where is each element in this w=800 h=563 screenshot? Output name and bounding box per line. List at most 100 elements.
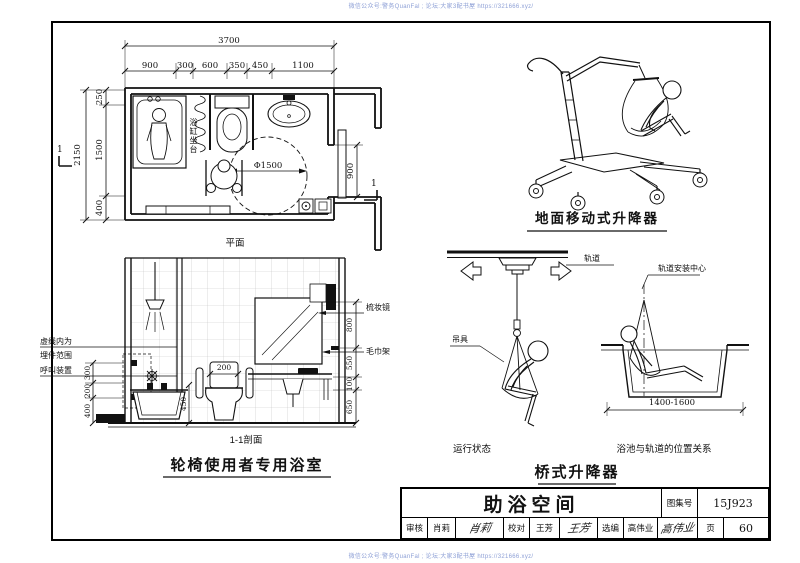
mobile-lift-title: 地面移动式升降器 — [535, 210, 659, 226]
shower-head — [145, 262, 165, 332]
towel-rack-label: 毛巾架 — [366, 346, 390, 356]
vanity-counter — [248, 368, 332, 407]
plan-dim-top: 450 — [252, 61, 268, 71]
washbasin-plan — [267, 95, 311, 128]
section-mark-1-left: 1 — [57, 145, 63, 155]
person-running-state — [504, 340, 549, 427]
atlas-number-value: 15J923 — [713, 496, 753, 510]
tub-length-dim: 1400-1600 — [649, 398, 695, 408]
watermark-top: 微信公众号:警务QuanFal ; 论坛:大家3配书屋 https://3216… — [348, 4, 534, 10]
sling-straps — [501, 335, 539, 395]
bathtub-plan — [132, 95, 187, 169]
mobile-lift-figure: 地面移动式升降器 — [527, 56, 708, 232]
section-dim-right: 100 — [345, 377, 354, 392]
plan-dim-top: 900 — [142, 61, 158, 71]
section-figure: 虚线内为 埋件范围 呼叫装置 300 200 400 — [40, 257, 390, 478]
compiler-name: 高伟业 — [624, 518, 658, 538]
spreader-bar — [632, 77, 660, 81]
sunken-bathtub — [601, 344, 749, 398]
section-dim-left: 400 — [83, 404, 92, 419]
floor-drain-plan — [298, 198, 332, 214]
direction-arrow-right-icon — [550, 261, 572, 281]
bench-plan — [145, 205, 231, 215]
section-dim-right: 800 — [345, 318, 354, 333]
note-dashed-line-1: 虚线内为 — [40, 336, 72, 346]
lift-boom — [565, 56, 641, 82]
plan-dim-door: 900 — [346, 163, 356, 179]
plan-dim-top: 600 — [202, 61, 218, 71]
section-title: 轮椅使用者专用浴室 — [170, 456, 323, 474]
section-dim-left: 300 — [83, 366, 92, 381]
proofread-label: 校对 — [504, 518, 530, 538]
door-leaf — [337, 129, 347, 199]
compiler-label: 选编 — [598, 518, 624, 538]
plan-caption: 平面 — [225, 238, 244, 249]
direction-arrow-left-icon — [460, 261, 482, 281]
note-call-device: 呼叫装置 — [40, 365, 72, 375]
section-dim-right: 650 — [345, 400, 354, 415]
plan-dim-left: 250 — [95, 89, 105, 105]
plan-dim-total-height: 2150 — [73, 144, 83, 166]
rail-trolley — [498, 257, 537, 275]
grab-bar — [245, 367, 254, 399]
page-title: 助浴空间 — [402, 489, 662, 517]
compiler-signature: 高伟业 — [658, 518, 698, 538]
page-label: 页 — [698, 518, 724, 538]
floor-plan-figure: 3700 900 300 600 350 450 1100 2150 250 1… — [57, 36, 382, 251]
rail-label: 轨道 — [584, 253, 600, 263]
embedded-plate — [131, 360, 137, 366]
signature-text: 高伟业 — [659, 520, 696, 537]
plan-dim-total-width: 3700 — [218, 36, 240, 46]
mirror-section — [254, 297, 323, 365]
signature-text: 王芳 — [566, 521, 591, 536]
person-in-lift — [640, 80, 691, 137]
bathtub-section — [130, 383, 188, 420]
toilet-section — [195, 361, 254, 421]
shower-curtain — [194, 95, 206, 153]
leader-arrow-icon — [318, 311, 326, 315]
running-state-caption: 运行状态 — [453, 443, 492, 455]
wheelchair-user-plan — [205, 159, 243, 196]
towel-bar — [331, 346, 339, 350]
section-dim-left: 200 — [83, 384, 92, 399]
proofread-name: 王芳 — [530, 518, 560, 538]
review-signature: 肖莉 — [456, 518, 504, 538]
toilet-plan — [209, 94, 254, 153]
wall-cabinet — [326, 284, 336, 310]
plan-dim-top: 350 — [229, 61, 245, 71]
mirror-label: 梳妆镜 — [366, 302, 390, 312]
lift-mast — [560, 71, 584, 162]
note-dashed-line-2: 埋件范围 — [40, 350, 72, 360]
review-name: 肖莉 — [428, 518, 456, 538]
dim-arrow-right-icon — [299, 168, 307, 174]
tub-rail-position-caption: 浴池与轨道的位置关系 — [616, 443, 711, 455]
sling-label: 吊具 — [452, 335, 468, 344]
faucet — [298, 368, 318, 374]
turning-circle-label: Φ1500 — [254, 161, 283, 171]
section-dim-toilet: 200 — [217, 363, 232, 372]
bridge-lift-figure: 轨道 吊具 运行状态 轨道安装中心 — [447, 250, 749, 485]
leader-arrow-icon — [322, 350, 330, 354]
review-label: 审核 — [402, 518, 428, 538]
page-number: 60 — [739, 521, 753, 535]
grab-bar — [195, 367, 204, 399]
proofread-signature: 王芳 — [560, 518, 598, 538]
lift-handle — [527, 57, 564, 75]
bridge-lift-title: 桥式升降器 — [534, 463, 619, 481]
tub-seat-label: 浴缸坐台 — [189, 118, 198, 154]
plan-dim-top: 300 — [177, 61, 193, 71]
section-caption: 1-1剖面 — [230, 434, 263, 446]
section-dim-right: 550 — [345, 356, 354, 371]
plan-dim-left: 1500 — [95, 139, 105, 161]
signature-text: 肖莉 — [467, 521, 492, 536]
watermark-bottom: 微信公众号:警务QuanFal ; 论坛:大家3配书屋 https://3216… — [348, 554, 534, 560]
atlas-number-label: 图集号 — [662, 489, 698, 517]
section-dim-seat-height: 450 — [179, 397, 188, 412]
plan-dim-left: 400 — [95, 200, 105, 216]
turning-circle — [228, 136, 308, 216]
section-mark-1-right: 1 — [371, 179, 377, 189]
plan-dim-top: 1100 — [292, 61, 314, 71]
title-block: 助浴空间 图集号 15J923 审核 肖莉 肖莉 校对 王芳 王芳 选编 高伟业… — [400, 487, 770, 540]
sling-straps — [621, 78, 669, 133]
